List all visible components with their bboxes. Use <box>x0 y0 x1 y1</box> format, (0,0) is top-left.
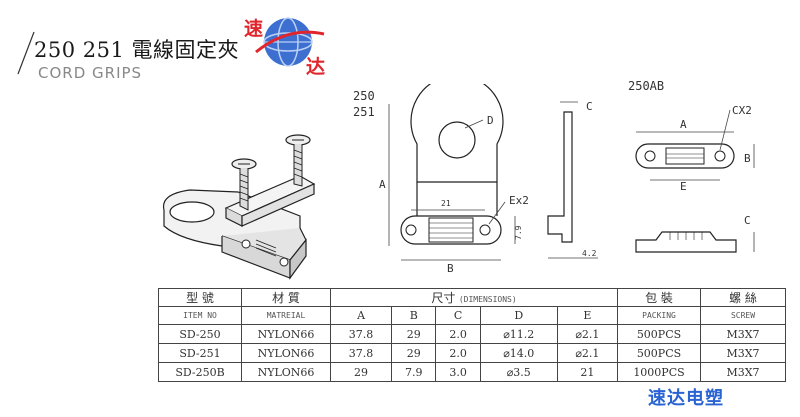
dim-a-label: A <box>379 178 386 191</box>
cell-a: 37.8 <box>329 324 393 344</box>
cell-item: SD-251 <box>158 343 242 363</box>
cell-a: 29 <box>329 362 393 382</box>
cell-screw: M3X7 <box>700 362 786 382</box>
dim-d-label: D <box>487 114 494 127</box>
watermark-text: 速达电塑 <box>648 388 724 409</box>
cell-e: 21 <box>556 362 619 382</box>
side-view-drawing: C 4.2 <box>547 100 598 259</box>
cell-item: SD-250B <box>158 362 242 382</box>
cell-c: 2.0 <box>435 343 481 363</box>
dim-header-a: A <box>329 306 393 325</box>
dim-header-d: D <box>479 306 558 325</box>
dim-header-e: E <box>556 306 619 325</box>
cell-e: ⌀2.1 <box>556 324 619 344</box>
cell-packing: 1000PCS <box>617 362 701 382</box>
dim-e-label: E <box>680 180 687 193</box>
col-type-header: 型 號 <box>158 288 242 307</box>
cell-b: 29 <box>391 324 437 344</box>
col-screw-en: SCREW <box>700 306 786 325</box>
cell-material: NYLON66 <box>241 362 331 382</box>
cell-packing: 500PCS <box>617 324 701 344</box>
dim-b-label-250ab: B <box>744 152 751 165</box>
col-material-en: MATREIAL <box>241 306 331 325</box>
cell-d: ⌀11.2 <box>479 324 558 344</box>
cell-material: NYLON66 <box>241 343 331 363</box>
cell-packing: 500PCS <box>617 343 701 363</box>
label-250: 250 <box>353 89 375 103</box>
dim-header-b: B <box>391 306 437 325</box>
dim-21-label: 21 <box>441 199 451 208</box>
page-subtitle: CORD GRIPS <box>38 64 143 82</box>
logo-char-top: 速 <box>244 18 264 40</box>
spec-table: 型 號 材 質 尺寸 (DIMENSIONS) 包 裝 螺 絲 ITEM NO … <box>158 288 786 382</box>
dim-ex2-label: Ex2 <box>509 194 529 207</box>
dim-cx2-label: CX2 <box>732 104 752 117</box>
table-row: SD-250 NYLON66 37.8 29 2.0 ⌀11.2 ⌀2.1 50… <box>158 324 786 344</box>
company-logo: 速 达 <box>238 8 330 78</box>
label-251: 251 <box>353 105 375 119</box>
cell-d: ⌀3.5 <box>479 362 558 382</box>
col-type-en: ITEM NO <box>158 306 242 325</box>
dim-c-label-250ab: C <box>744 214 751 227</box>
250ab-drawing: 250AB A E B CX2 C <box>628 79 755 253</box>
dim-a-label-250ab: A <box>680 118 687 131</box>
cell-b: 29 <box>391 343 437 363</box>
col-screw-header: 螺 絲 <box>700 288 786 307</box>
cell-a: 37.8 <box>329 343 393 363</box>
logo-char-bottom: 达 <box>306 56 326 78</box>
dim-79-label: 7.9 <box>514 225 523 240</box>
dim-header-c: C <box>435 306 481 325</box>
dim-c-label: C <box>586 100 593 113</box>
cell-c: 3.0 <box>435 362 481 382</box>
table-row: SD-251 NYLON66 37.8 29 2.0 ⌀14.0 ⌀2.1 50… <box>158 343 786 363</box>
label-250ab: 250AB <box>628 79 664 93</box>
col-size-header: 尺寸 (DIMENSIONS) <box>330 288 618 307</box>
cell-item: SD-250 <box>158 324 242 344</box>
table-row: SD-250B NYLON66 29 7.9 3.0 ⌀3.5 21 1000P… <box>158 362 786 382</box>
col-material-header: 材 質 <box>241 288 331 307</box>
cell-material: NYLON66 <box>241 324 331 344</box>
product-3d-illustration <box>162 134 316 280</box>
cell-e: ⌀2.1 <box>556 343 619 363</box>
col-packing-en: PACKING <box>617 306 701 325</box>
cell-screw: M3X7 <box>700 324 786 344</box>
dim-42-label: 4.2 <box>582 249 597 258</box>
front-view-drawing: 250 251 A B 21 D Ex2 7.9 <box>353 84 529 274</box>
title-slash-decoration <box>17 31 35 75</box>
dim-b-label: B <box>447 262 454 274</box>
cell-b: 7.9 <box>391 362 437 382</box>
page-title: 250 251 電線固定夾 <box>34 38 240 62</box>
cell-d: ⌀14.0 <box>479 343 558 363</box>
globe-icon <box>255 17 325 67</box>
col-packing-header: 包 裝 <box>617 288 701 307</box>
cell-c: 2.0 <box>435 324 481 344</box>
cell-screw: M3X7 <box>700 343 786 363</box>
